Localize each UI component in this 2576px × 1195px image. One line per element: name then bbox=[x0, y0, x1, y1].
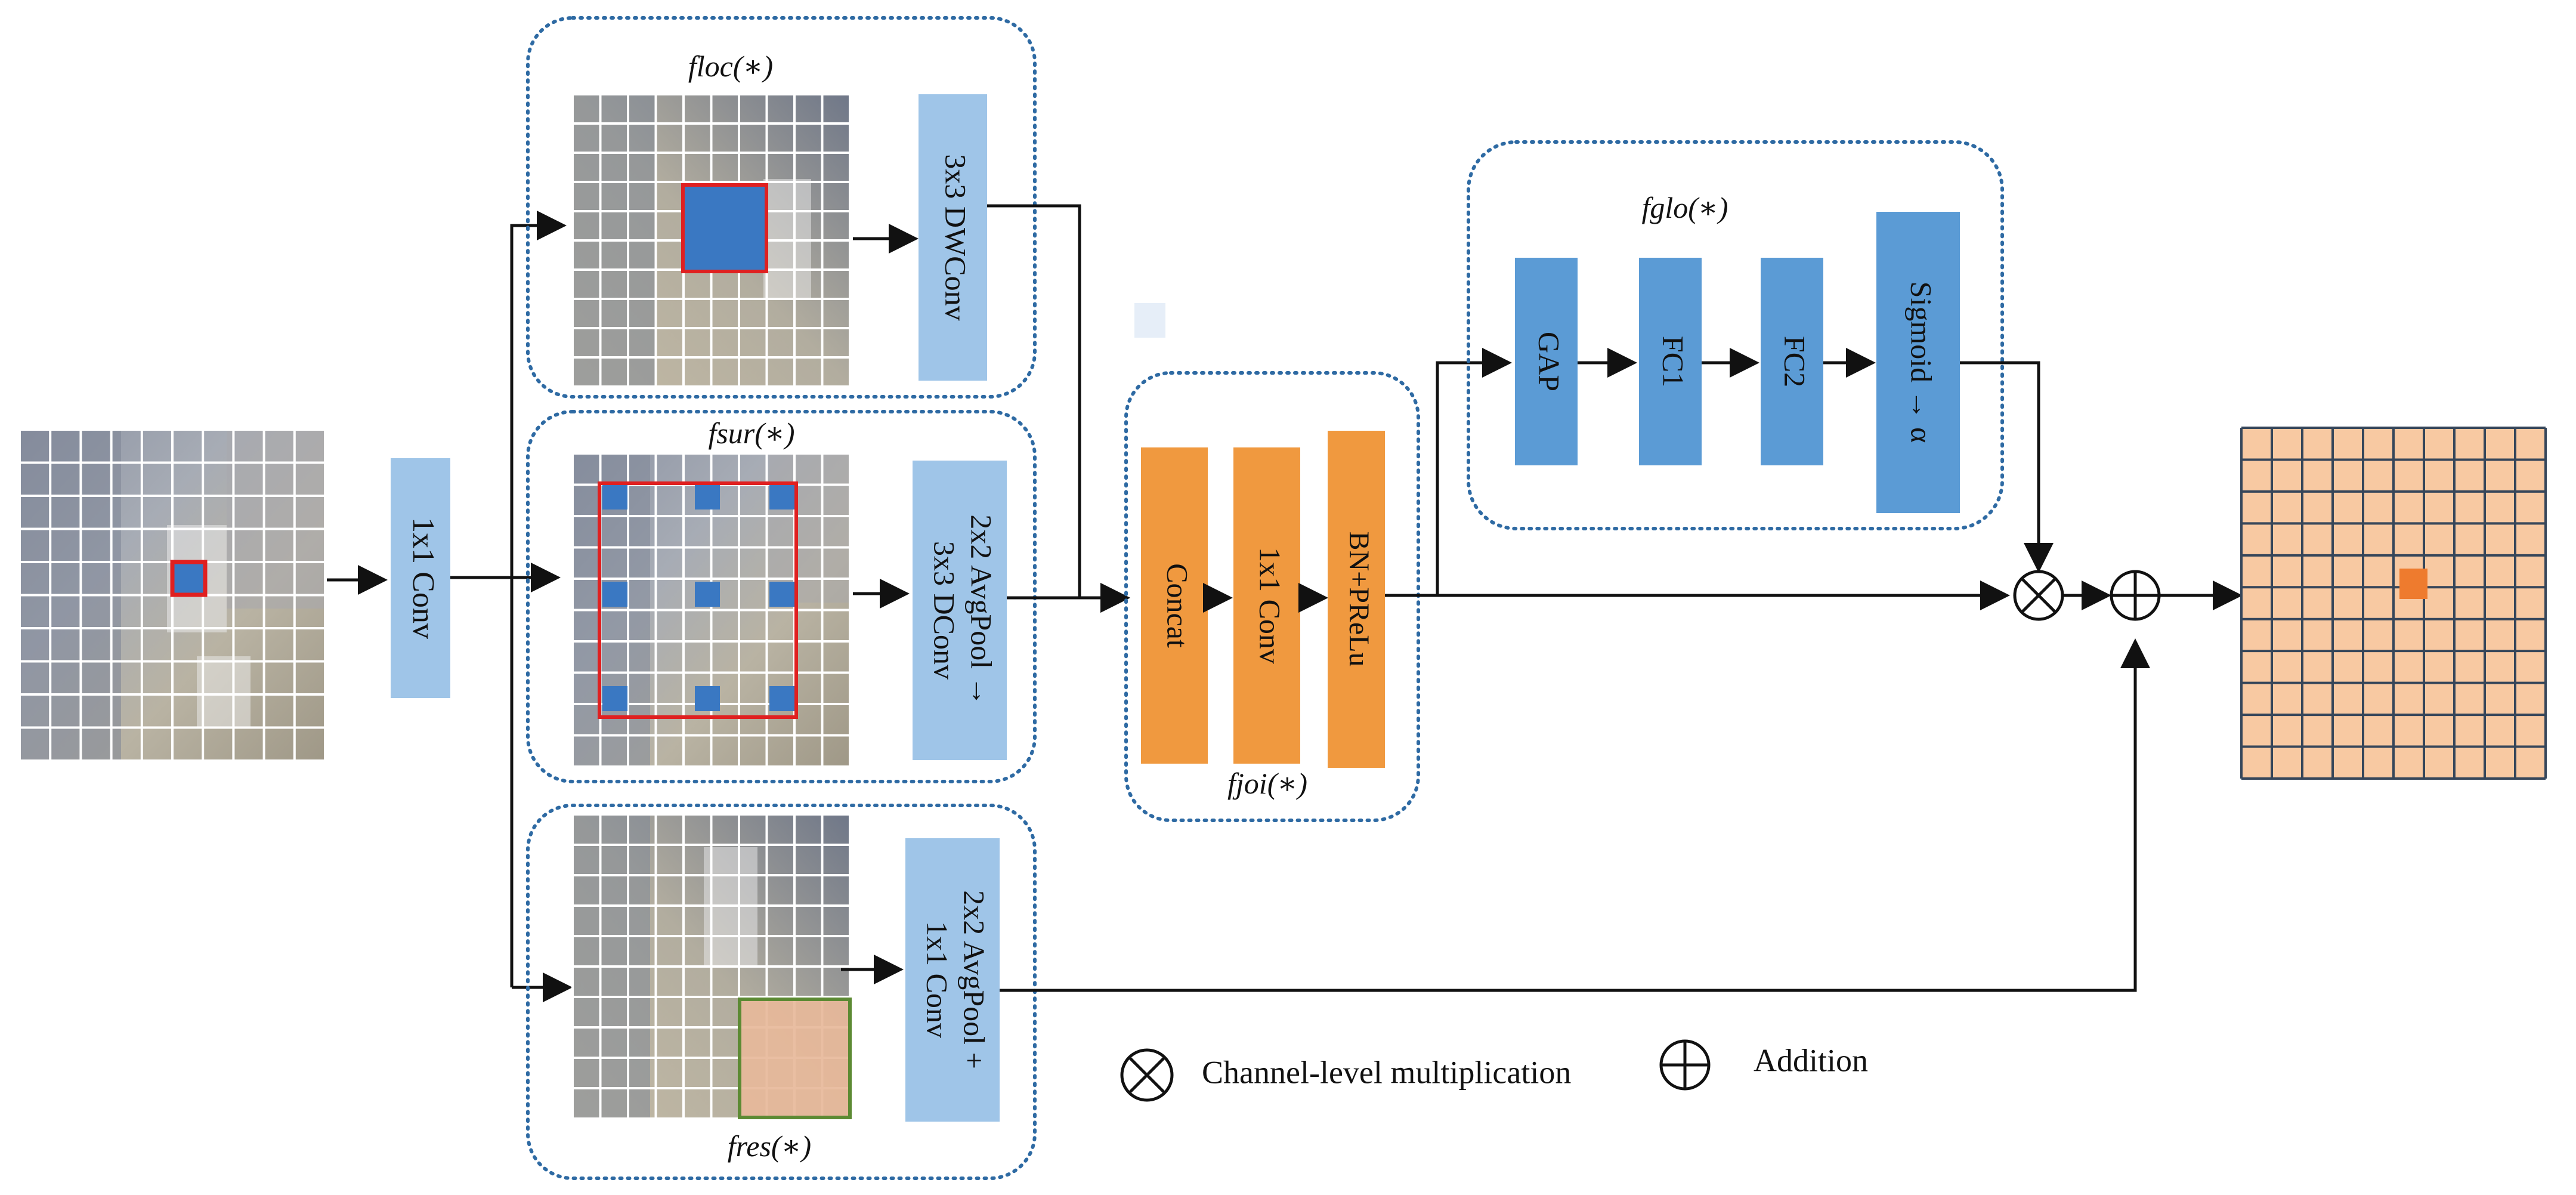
loc-highlight bbox=[683, 185, 766, 271]
joi-block-bn-label: BN+PReLu bbox=[1343, 531, 1375, 666]
loc-red-box bbox=[681, 183, 768, 273]
glo-block-gap-label: GAP bbox=[1533, 332, 1566, 391]
module-glo: fglo(∗) GAP FC1 FC2 Sigmoid → α bbox=[1467, 140, 2004, 530]
arrow-res-to-add bbox=[1000, 638, 2150, 992]
output-center-cell bbox=[2399, 569, 2427, 599]
legend-multiply-label: Channel-level multiplication bbox=[1202, 1054, 1571, 1090]
loc-op-block bbox=[919, 94, 987, 381]
legend-multiply-icon bbox=[1120, 1048, 1174, 1102]
module-sur-title: fsur(∗) bbox=[708, 416, 794, 450]
input-image bbox=[18, 428, 326, 762]
sur-op-block bbox=[913, 461, 1007, 760]
sur-red-box bbox=[598, 481, 798, 719]
module-loc-title: floc(∗) bbox=[688, 50, 773, 83]
glo-block-fc1-label: FC1 bbox=[1657, 336, 1690, 387]
joi-block-conv bbox=[1233, 447, 1300, 764]
glo-block-fc1 bbox=[1639, 258, 1702, 465]
joi-block-concat bbox=[1141, 447, 1208, 764]
input-conv-block: 1x1 Conv bbox=[391, 458, 450, 698]
decorative-square bbox=[1134, 303, 1165, 338]
joi-block-conv-label: 1x1 Conv bbox=[1254, 547, 1287, 664]
legend: Channel-level multiplication Addition bbox=[1120, 1039, 1868, 1102]
sur-op-line2: 3x3 DConv bbox=[928, 541, 961, 680]
arrow-glo-to-multiply bbox=[1960, 361, 2054, 573]
legend-add-icon bbox=[1659, 1039, 1711, 1091]
module-loc: floc(∗) 3x3 DWConv bbox=[526, 16, 1037, 399]
res-green-box bbox=[738, 998, 852, 1119]
module-sur: fsur(∗) 2x2 AvgPool → 3x3 DConv bbox=[526, 410, 1037, 783]
res-op-line2: 1x1 Conv bbox=[921, 921, 954, 1038]
module-joi-title: fjoi(∗) bbox=[1227, 767, 1307, 800]
arrow-joi-to-glo bbox=[1436, 348, 1512, 595]
add-operator-icon bbox=[2110, 570, 2161, 621]
glo-block-sigmoid bbox=[1876, 212, 1960, 513]
output-grid bbox=[2240, 427, 2547, 780]
res-op-block bbox=[905, 838, 1000, 1122]
output-feature-map bbox=[2240, 427, 2547, 780]
sur-op-line1: 2x2 AvgPool → bbox=[965, 514, 998, 706]
branch-trunk bbox=[510, 211, 567, 987]
multiply-operator-icon bbox=[2013, 570, 2064, 621]
module-joi: Concat 1x1 Conv BN+PReLu fjoi(∗) bbox=[1124, 371, 1420, 822]
loc-op-label: 3x3 DWConv bbox=[939, 154, 973, 320]
sur-dilated-cells bbox=[602, 484, 794, 711]
module-res: fres(∗) 2x2 AvgPool + 1x1 Conv bbox=[526, 804, 1037, 1180]
res-residual-region bbox=[740, 999, 850, 1117]
input-conv-label: 1x1 Conv bbox=[406, 517, 440, 639]
arrow-loc-to-joi bbox=[987, 204, 1130, 613]
glo-block-sigmoid-label: Sigmoid → α bbox=[1905, 282, 1938, 443]
module-glo-title: fglo(∗) bbox=[1641, 191, 1728, 224]
input-red-box bbox=[170, 560, 208, 597]
joi-block-concat-label: Concat bbox=[1161, 563, 1195, 648]
glo-block-gap bbox=[1515, 258, 1578, 465]
legend-add-label: Addition bbox=[1754, 1042, 1868, 1078]
glo-block-fc2 bbox=[1761, 258, 1823, 465]
input-highlight-cell bbox=[172, 562, 205, 595]
loc-grid bbox=[571, 93, 851, 388]
module-res-title: fres(∗) bbox=[728, 1129, 811, 1163]
glo-block-fc2-label: FC2 bbox=[1779, 336, 1812, 387]
res-op-line1: 2x2 AvgPool + bbox=[958, 890, 991, 1069]
joi-block-bn bbox=[1328, 431, 1385, 768]
